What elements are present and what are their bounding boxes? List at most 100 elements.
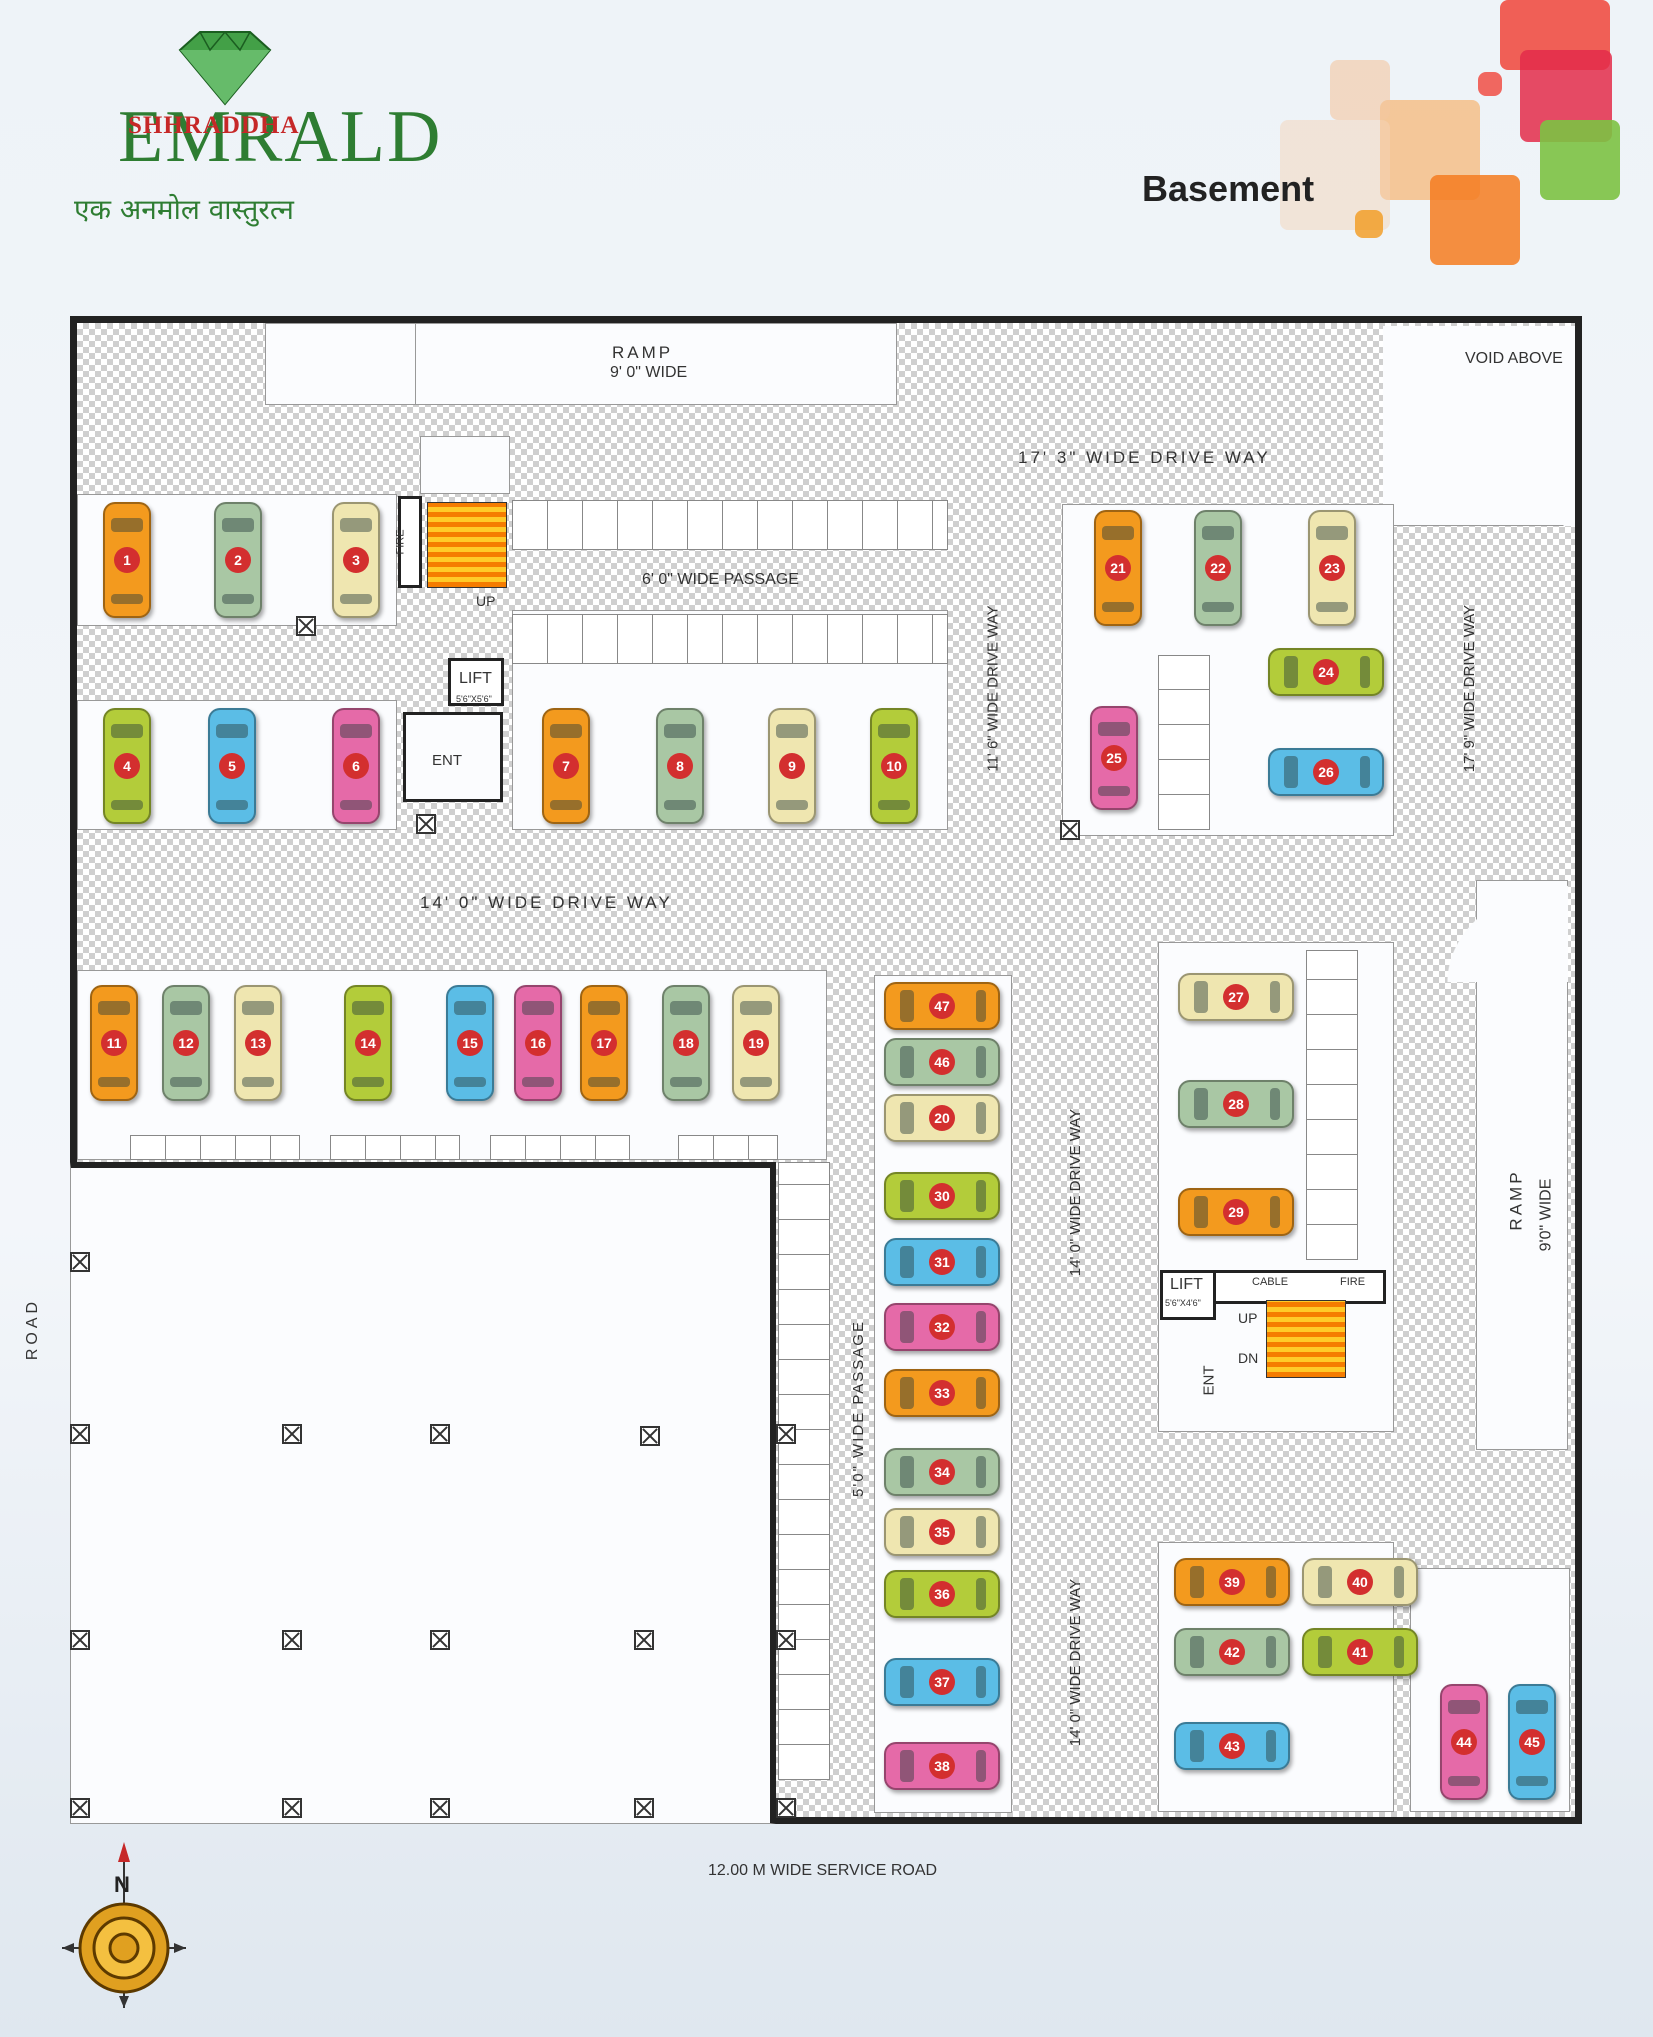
brand-top: SHHRADDHA bbox=[128, 112, 300, 139]
car-number: 4 bbox=[114, 753, 140, 779]
car-number: 24 bbox=[1313, 659, 1339, 685]
car-7[interactable]: 7 bbox=[542, 708, 590, 824]
car-number: 12 bbox=[173, 1030, 199, 1056]
car-number: 46 bbox=[929, 1049, 955, 1075]
car-number: 47 bbox=[929, 993, 955, 1019]
passage-storage bbox=[778, 1162, 830, 1780]
car-17[interactable]: 17 bbox=[580, 985, 628, 1101]
ent-label-1: ENT bbox=[432, 752, 462, 769]
car-number: 28 bbox=[1223, 1091, 1249, 1117]
car-number: 1 bbox=[114, 547, 140, 573]
lift-1 bbox=[448, 658, 504, 706]
car-47[interactable]: 47 bbox=[884, 982, 1000, 1030]
car-28[interactable]: 28 bbox=[1178, 1080, 1294, 1128]
car-number: 37 bbox=[929, 1669, 955, 1695]
lift-1-label: LIFT bbox=[459, 670, 492, 687]
car-number: 16 bbox=[525, 1030, 551, 1056]
car-32[interactable]: 32 bbox=[884, 1303, 1000, 1351]
up-label-2: UP bbox=[1238, 1310, 1258, 1326]
car-45[interactable]: 45 bbox=[1508, 1684, 1556, 1800]
car-10[interactable]: 10 bbox=[870, 708, 918, 824]
road-side-label: ROAD bbox=[24, 1297, 42, 1361]
car-5[interactable]: 5 bbox=[208, 708, 256, 824]
car-number: 45 bbox=[1519, 1729, 1545, 1755]
car-21[interactable]: 21 bbox=[1094, 510, 1142, 626]
ramp-top-label: RAMP bbox=[612, 343, 674, 362]
car-number: 31 bbox=[929, 1249, 955, 1275]
car-23[interactable]: 23 bbox=[1308, 510, 1356, 626]
brand-tagline: एक अनमोल वास्तुरत्न bbox=[74, 193, 294, 226]
car-number: 44 bbox=[1451, 1729, 1477, 1755]
car-43[interactable]: 43 bbox=[1174, 1722, 1290, 1770]
car-29[interactable]: 29 bbox=[1178, 1188, 1294, 1236]
car-25[interactable]: 25 bbox=[1090, 706, 1138, 810]
car-37[interactable]: 37 bbox=[884, 1658, 1000, 1706]
storage-col-1 bbox=[1158, 655, 1210, 830]
car-8[interactable]: 8 bbox=[656, 708, 704, 824]
car-3[interactable]: 3 bbox=[332, 502, 380, 618]
car-38[interactable]: 38 bbox=[884, 1742, 1000, 1790]
car-41[interactable]: 41 bbox=[1302, 1628, 1418, 1676]
car-44[interactable]: 44 bbox=[1440, 1684, 1488, 1800]
car-number: 10 bbox=[881, 753, 907, 779]
car-number: 43 bbox=[1219, 1733, 1245, 1759]
car-number: 9 bbox=[779, 753, 805, 779]
car-35[interactable]: 35 bbox=[884, 1508, 1000, 1556]
car-13[interactable]: 13 bbox=[234, 985, 282, 1101]
car-2[interactable]: 2 bbox=[214, 502, 262, 618]
void-above-label: VOID ABOVE bbox=[1465, 350, 1563, 367]
car-1[interactable]: 1 bbox=[103, 502, 151, 618]
car-42[interactable]: 42 bbox=[1174, 1628, 1290, 1676]
car-18[interactable]: 18 bbox=[662, 985, 710, 1101]
car-46[interactable]: 46 bbox=[884, 1038, 1000, 1086]
car-number: 11 bbox=[101, 1030, 127, 1056]
car-27[interactable]: 27 bbox=[1178, 973, 1294, 1021]
compass-north-label: N bbox=[114, 1872, 130, 1897]
car-30[interactable]: 30 bbox=[884, 1172, 1000, 1220]
car-20[interactable]: 20 bbox=[884, 1094, 1000, 1142]
car-24[interactable]: 24 bbox=[1268, 648, 1384, 696]
storage-row-2 bbox=[512, 614, 948, 664]
car-number: 30 bbox=[929, 1183, 955, 1209]
car-14[interactable]: 14 bbox=[344, 985, 392, 1101]
car-36[interactable]: 36 bbox=[884, 1570, 1000, 1618]
ramp-top bbox=[265, 323, 897, 405]
car-9[interactable]: 9 bbox=[768, 708, 816, 824]
car-19[interactable]: 19 bbox=[732, 985, 780, 1101]
stair-2 bbox=[1266, 1300, 1346, 1378]
car-31[interactable]: 31 bbox=[884, 1238, 1000, 1286]
car-16[interactable]: 16 bbox=[514, 985, 562, 1101]
car-number: 42 bbox=[1219, 1639, 1245, 1665]
lift-1-size: 5'6"X5'6" bbox=[456, 694, 492, 704]
car-26[interactable]: 26 bbox=[1268, 748, 1384, 796]
car-11[interactable]: 11 bbox=[90, 985, 138, 1101]
car-number: 15 bbox=[457, 1030, 483, 1056]
car-number: 3 bbox=[343, 547, 369, 573]
lift-2-label: LIFT bbox=[1170, 1276, 1203, 1293]
car-number: 34 bbox=[929, 1459, 955, 1485]
lift-2-size: 5'6"X4'6" bbox=[1165, 1298, 1201, 1308]
car-6[interactable]: 6 bbox=[332, 708, 380, 824]
car-39[interactable]: 39 bbox=[1174, 1558, 1290, 1606]
car-number: 17 bbox=[591, 1030, 617, 1056]
car-number: 7 bbox=[553, 753, 579, 779]
car-33[interactable]: 33 bbox=[884, 1369, 1000, 1417]
entrance-1 bbox=[403, 712, 503, 802]
compass-rose-icon bbox=[62, 1842, 186, 2008]
driveway-14-b-label: 14' 0" WIDE DRIVE WAY bbox=[1067, 1108, 1085, 1277]
car-number: 2 bbox=[225, 547, 251, 573]
car-number: 40 bbox=[1347, 1569, 1373, 1595]
driveway-14-c-label: 14' 0" WIDE DRIVE WAY bbox=[1067, 1578, 1085, 1747]
passage-6-label: 6' 0" WIDE PASSAGE bbox=[642, 571, 799, 588]
fire-label-1: FIRE bbox=[394, 529, 407, 555]
car-22[interactable]: 22 bbox=[1194, 510, 1242, 626]
car-number: 21 bbox=[1105, 555, 1131, 581]
car-4[interactable]: 4 bbox=[103, 708, 151, 824]
car-34[interactable]: 34 bbox=[884, 1448, 1000, 1496]
car-15[interactable]: 15 bbox=[446, 985, 494, 1101]
car-12[interactable]: 12 bbox=[162, 985, 210, 1101]
car-number: 36 bbox=[929, 1581, 955, 1607]
lift-2 bbox=[1160, 1270, 1216, 1320]
car-40[interactable]: 40 bbox=[1302, 1558, 1418, 1606]
car-number: 29 bbox=[1223, 1199, 1249, 1225]
